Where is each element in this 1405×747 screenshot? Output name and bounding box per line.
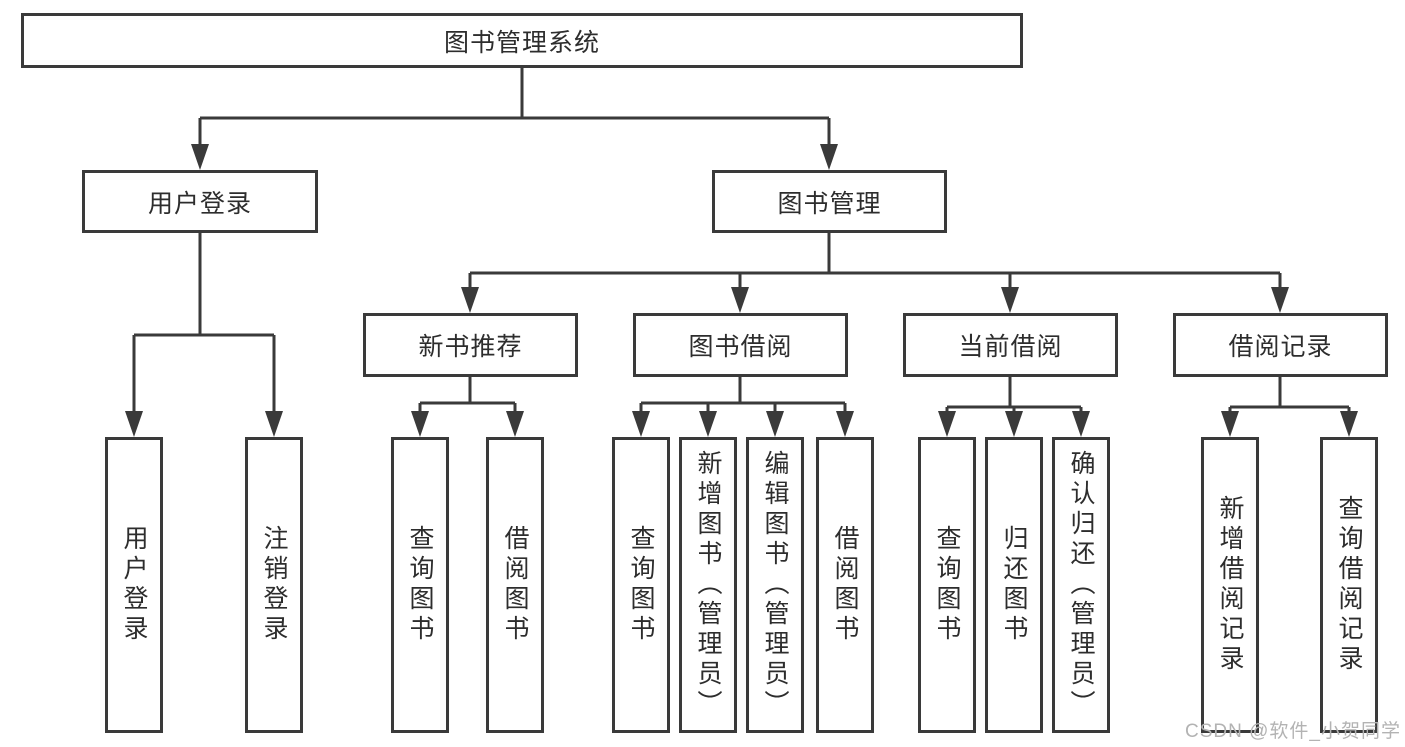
- leaf-borrow-books-recommend-label: 借阅图书: [501, 525, 529, 645]
- leaf-user-login: 用户登录: [105, 437, 163, 733]
- leaf-add-borrow-record-label: 新增借阅记录: [1216, 495, 1244, 675]
- leaf-edit-book-admin: 编辑图书（管理员）: [746, 437, 804, 733]
- node-book-borrow-label: 图书借阅: [688, 333, 793, 361]
- node-root: 图书管理系统: [21, 13, 1023, 68]
- leaf-query-books-borrow-label: 查询图书: [627, 525, 655, 645]
- node-root-label: 图书管理系统: [443, 28, 600, 57]
- node-borrow-records: 借阅记录: [1173, 313, 1388, 377]
- leaf-add-borrow-record: 新增借阅记录: [1201, 437, 1259, 733]
- node-book-management: 图书管理: [712, 170, 947, 233]
- node-current-borrow-label: 当前借阅: [958, 333, 1063, 361]
- leaf-return-book: 归还图书: [985, 437, 1043, 733]
- leaf-query-borrow-record: 查询借阅记录: [1320, 437, 1378, 733]
- node-book-borrow: 图书借阅: [633, 313, 848, 377]
- node-book-management-label: 图书管理: [777, 189, 882, 218]
- node-new-book-recommend-label: 新书推荐: [418, 333, 523, 361]
- node-current-borrow: 当前借阅: [903, 313, 1118, 377]
- leaf-query-books-borrow: 查询图书: [612, 437, 670, 733]
- node-user-login: 用户登录: [82, 170, 318, 233]
- leaf-user-login-label: 用户登录: [120, 525, 148, 645]
- leaf-edit-book-admin-label: 编辑图书（管理员）: [761, 450, 789, 720]
- leaf-logout-label: 注销登录: [260, 525, 288, 645]
- leaf-confirm-return-admin-label: 确认归还（管理员）: [1067, 450, 1095, 720]
- watermark-text: CSDN @软件_小贺同学: [1185, 721, 1401, 742]
- leaf-add-book-admin-label: 新增图书（管理员）: [694, 450, 722, 720]
- leaf-confirm-return-admin: 确认归还（管理员）: [1052, 437, 1110, 733]
- leaf-borrow-books-label: 借阅图书: [831, 525, 859, 645]
- leaf-borrow-books-recommend: 借阅图书: [486, 437, 544, 733]
- leaf-return-book-label: 归还图书: [1000, 525, 1028, 645]
- leaf-borrow-books: 借阅图书: [816, 437, 874, 733]
- leaf-query-books-recommend: 查询图书: [391, 437, 449, 733]
- leaf-query-books-recommend-label: 查询图书: [406, 525, 434, 645]
- leaf-logout: 注销登录: [245, 437, 303, 733]
- leaf-add-book-admin: 新增图书（管理员）: [679, 437, 737, 733]
- node-user-login-label: 用户登录: [147, 189, 252, 218]
- leaf-query-books-current-label: 查询图书: [933, 525, 961, 645]
- node-new-book-recommend: 新书推荐: [363, 313, 578, 377]
- node-borrow-records-label: 借阅记录: [1228, 333, 1333, 361]
- leaf-query-borrow-record-label: 查询借阅记录: [1335, 495, 1363, 675]
- leaf-query-books-current: 查询图书: [918, 437, 976, 733]
